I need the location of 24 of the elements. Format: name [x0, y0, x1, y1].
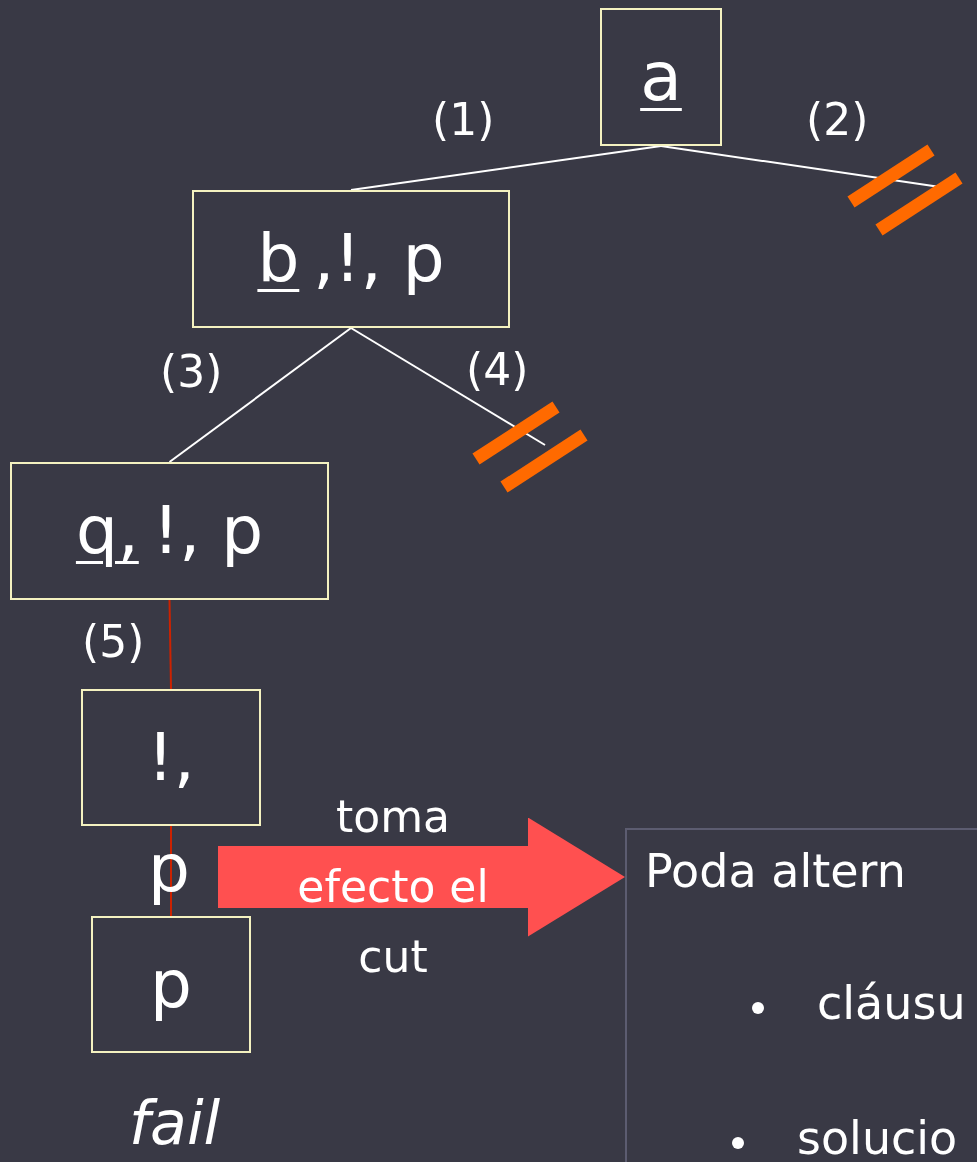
bullet-text: cláusu — [817, 980, 966, 1026]
goal-box — [600, 8, 722, 146]
branch-line — [168, 327, 352, 463]
edge-label: (3) — [160, 350, 223, 394]
panel-heading: Poda altern — [645, 848, 906, 894]
goal-text: a — [640, 43, 682, 111]
block-arrow — [218, 817, 625, 937]
edge-label: toma efecto el cut — [296, 790, 490, 984]
result-text: fail — [129, 1093, 221, 1153]
branch-line — [350, 145, 662, 191]
edge-label: (5) — [82, 620, 145, 664]
edge-label: (1) — [432, 98, 495, 142]
goal-text: !, — [147, 724, 195, 791]
bullet-text: solucio — [797, 1115, 958, 1161]
pruned-branch-line — [350, 327, 546, 446]
goal-text: b — [257, 226, 300, 292]
goal-box — [10, 462, 329, 600]
goal-box — [192, 190, 510, 328]
edge-label: (4) — [466, 348, 529, 392]
text-panel — [625, 828, 977, 1162]
goal-box — [81, 689, 261, 826]
branch-line — [168, 599, 172, 690]
edge-label: (2) — [806, 98, 869, 142]
goal-box — [91, 916, 251, 1053]
